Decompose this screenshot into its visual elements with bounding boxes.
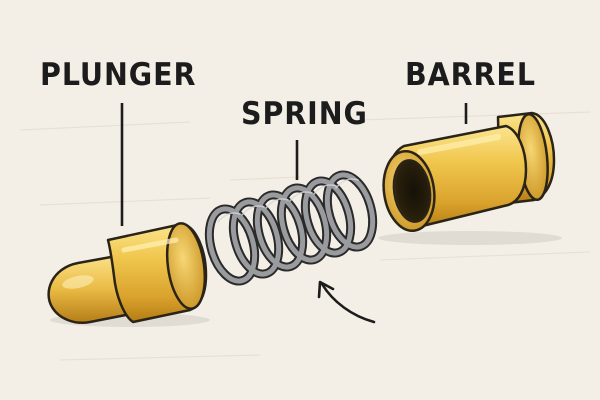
barrel-label: BARREL [405, 57, 536, 93]
barrel-bore [392, 159, 432, 223]
spring-label: SPRING [241, 96, 368, 132]
spring-coil [278, 185, 330, 263]
spring [204, 170, 378, 286]
curved-arrow [317, 280, 376, 324]
plunger-body-highlight [121, 237, 179, 253]
spring-coil [254, 192, 306, 270]
plunger [47, 222, 210, 327]
spring-coil [230, 199, 282, 277]
barrel-shadow [378, 231, 562, 245]
barrel-highlight [417, 134, 501, 155]
barrel [378, 111, 562, 245]
spring-coil [324, 172, 376, 250]
plunger-tip-highlight [62, 275, 94, 289]
plunger-end-face [165, 222, 207, 310]
plunger-label: PLUNGER [40, 57, 197, 93]
spring-coil [206, 206, 258, 284]
background-texture [19, 111, 591, 361]
spring-coil [302, 178, 354, 256]
